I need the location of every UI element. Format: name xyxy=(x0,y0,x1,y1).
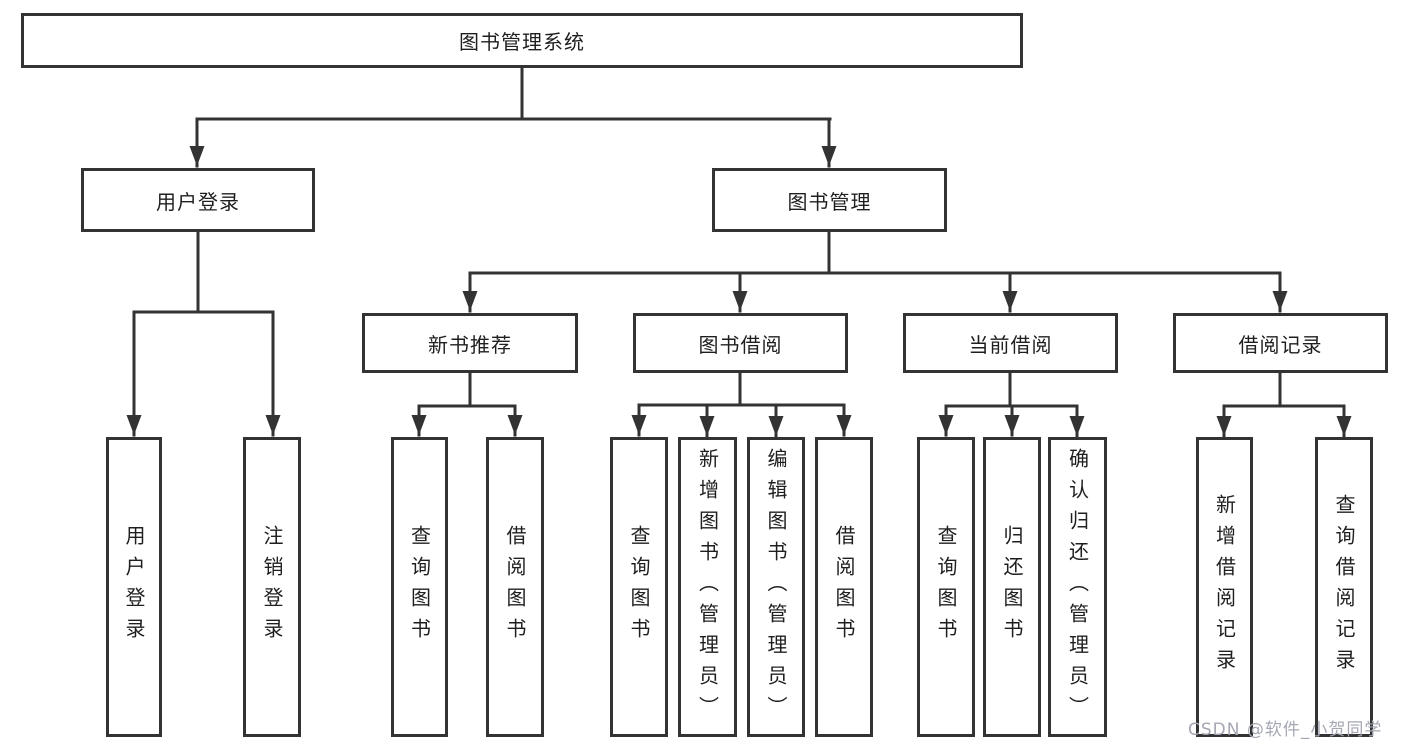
node-label: 新增图书（管理员） xyxy=(695,447,720,727)
node-label: 当前借阅 xyxy=(968,332,1053,357)
node-label: 注销登录 xyxy=(260,525,284,649)
node-label: 查询图书 xyxy=(627,525,651,649)
node-label: 新书推荐 xyxy=(428,332,512,357)
node-label: 查询图书 xyxy=(934,525,958,649)
node-label: 借阅图书 xyxy=(832,525,856,649)
node-root-system: 图书管理系统 xyxy=(21,13,1023,68)
node-label: 查询图书 xyxy=(407,525,432,649)
node-label: 图书管理系统 xyxy=(459,30,585,54)
node-leaf-query-book-current: 查询图书 xyxy=(917,437,975,737)
node-new-book-recommend: 新书推荐 xyxy=(362,313,578,373)
node-label: 图书管理 xyxy=(787,189,872,214)
node-book-management: 图书管理 xyxy=(712,168,947,232)
node-leaf-logout: 注销登录 xyxy=(243,437,301,737)
node-leaf-borrow-book: 借阅图书 xyxy=(815,437,873,737)
node-label: 编辑图书（管理员） xyxy=(764,447,788,727)
node-leaf-user-login: 用户登录 xyxy=(106,437,162,737)
node-label: 用户登录 xyxy=(122,525,146,649)
node-borrow-records: 借阅记录 xyxy=(1173,313,1388,373)
node-leaf-confirm-return-admin: 确认归还（管理员） xyxy=(1048,437,1107,737)
node-leaf-query-borrow-record: 查询借阅记录 xyxy=(1315,437,1373,737)
node-leaf-query-book-recommend: 查询图书 xyxy=(391,437,448,737)
node-leaf-return-book: 归还图书 xyxy=(983,437,1041,737)
node-leaf-query-book-borrow: 查询图书 xyxy=(610,437,668,737)
node-label: 确认归还（管理员） xyxy=(1065,447,1090,727)
node-label: 新增借阅记录 xyxy=(1212,494,1237,680)
node-leaf-add-borrow-record: 新增借阅记录 xyxy=(1196,437,1253,737)
node-label: 用户登录 xyxy=(156,189,240,214)
node-current-borrow: 当前借阅 xyxy=(903,313,1118,373)
node-book-borrow: 图书借阅 xyxy=(633,313,848,373)
node-leaf-borrow-book-recommend: 借阅图书 xyxy=(486,437,544,737)
node-label: 图书借阅 xyxy=(698,332,783,357)
node-leaf-edit-book-admin: 编辑图书（管理员） xyxy=(747,437,805,737)
node-label: 归还图书 xyxy=(1000,525,1024,649)
node-leaf-add-book-admin: 新增图书（管理员） xyxy=(678,437,737,737)
node-label: 借阅图书 xyxy=(503,525,527,649)
node-label: 查询借阅记录 xyxy=(1332,494,1356,680)
csdn-watermark: CSDN @软件_小贺同学 xyxy=(1188,720,1383,740)
node-label: 借阅记录 xyxy=(1238,332,1323,357)
node-user-login: 用户登录 xyxy=(81,168,315,232)
